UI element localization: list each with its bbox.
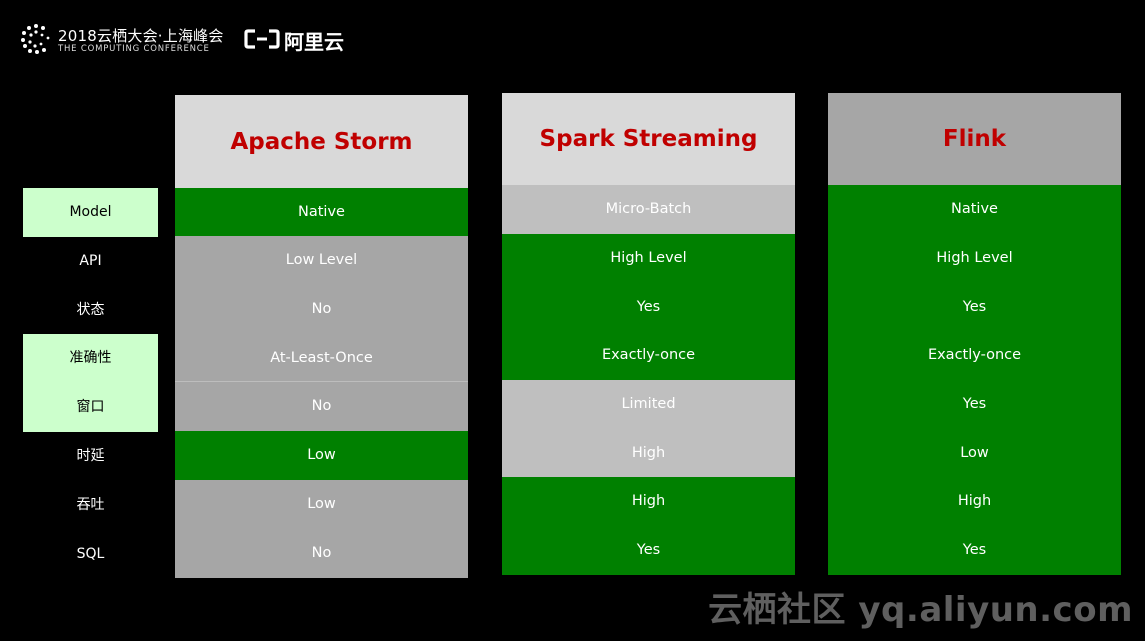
column-apache-storm: Apache Storm Native Low Level No At-Leas…	[175, 95, 468, 578]
cell-latency: Low	[175, 431, 468, 480]
cell-throughput: High	[828, 477, 1121, 526]
cell-state: No	[175, 285, 468, 334]
column-flink: Flink Native High Level Yes Exactly-once…	[828, 93, 1121, 575]
cell-model: Native	[828, 185, 1121, 234]
cell-window: Yes	[828, 380, 1121, 429]
row-label-sql: SQL	[76, 545, 105, 562]
conference-title: 2018云栖大会·上海峰会	[58, 27, 224, 45]
row-label-latency: 时延	[76, 448, 105, 464]
cell-throughput: Low	[175, 480, 468, 529]
row-label-window: 窗口	[23, 383, 158, 432]
cell-sql: Yes	[502, 526, 795, 575]
cell-api: High Level	[828, 234, 1121, 283]
cell-api: Low Level	[175, 236, 468, 285]
cloud-c-logo-icon	[21, 24, 50, 54]
cell-throughput: High	[502, 477, 795, 526]
brand-name: 阿里云	[284, 30, 344, 54]
cell-state: Yes	[828, 283, 1121, 331]
column-title: Apache Storm	[175, 95, 468, 188]
row-label-state: 状态	[76, 301, 105, 318]
cell-window: No	[175, 382, 468, 431]
row-label-accuracy: 准确性	[23, 334, 158, 384]
cell-window: Limited	[502, 380, 795, 429]
cell-model: Micro-Batch	[502, 185, 795, 234]
row-label-model: Model	[23, 188, 158, 237]
row-label-api: API	[79, 252, 102, 269]
aliyun-bracket-icon	[244, 29, 280, 49]
cell-model: Native	[175, 188, 468, 236]
column-title: Flink	[828, 93, 1121, 185]
column-title: Spark Streaming	[502, 93, 795, 185]
conference-subtitle: THE COMPUTING CONFERENCE	[58, 44, 210, 54]
cell-sql: Yes	[828, 526, 1121, 575]
cell-accuracy: Exactly-once	[502, 331, 795, 380]
column-spark-streaming: Spark Streaming Micro-Batch High Level Y…	[502, 93, 795, 575]
row-label-throughput: 吞吐	[76, 496, 105, 513]
cell-latency: High	[502, 429, 795, 477]
cell-api: High Level	[502, 234, 795, 283]
cell-latency: Low	[828, 429, 1121, 477]
cell-accuracy: Exactly-once	[828, 331, 1121, 380]
watermark: 云栖社区 yq.aliyun.com	[708, 590, 1133, 630]
cell-sql: No	[175, 529, 468, 578]
cell-state: Yes	[502, 283, 795, 331]
cell-accuracy: At-Least-Once	[175, 334, 468, 382]
